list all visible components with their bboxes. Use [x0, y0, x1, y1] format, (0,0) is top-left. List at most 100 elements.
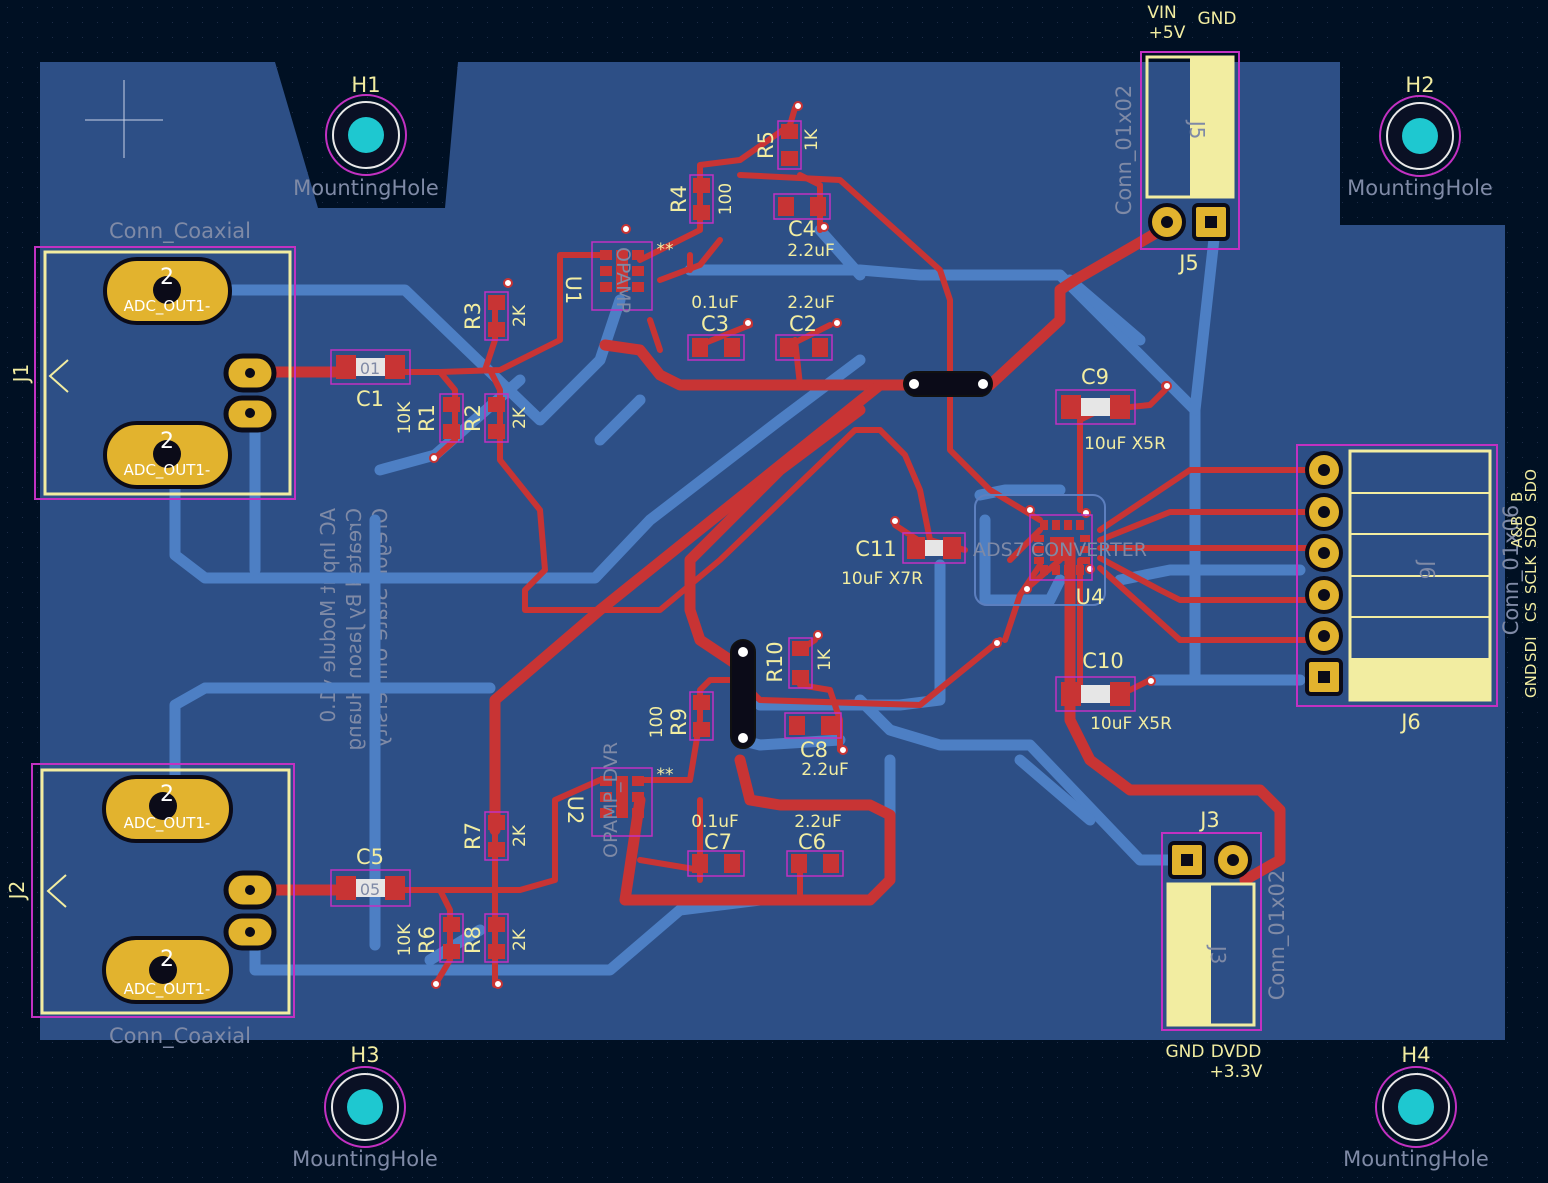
- c4-value: 2.2uF: [787, 241, 835, 261]
- coax-connector-j2[interactable]: 2 ADC_OUT1- 2 ADC_OUT1- J2 Conn_Coaxial: [5, 763, 295, 1049]
- r7-ref: R7: [461, 822, 485, 850]
- mounting-hole-h3[interactable]: H3 MountingHole: [292, 1043, 438, 1171]
- c8-value: 2.2uF: [801, 760, 849, 780]
- capacitor-c6[interactable]: 2.2uF C6: [786, 812, 844, 877]
- capacitor-c4[interactable]: C4 2.2uF: [773, 193, 835, 261]
- h1-ref: H1: [351, 73, 380, 97]
- j6-pin-b: B: [1508, 492, 1526, 502]
- resistor-r4[interactable]: R4 100: [667, 174, 736, 224]
- resistor-r8[interactable]: R8 2K: [461, 913, 530, 963]
- coax-connector-j1[interactable]: 2 ADC_OUT1- 2 ADC_OUT1- J1 Conn_Coaxial: [9, 219, 296, 500]
- capacitor-c3[interactable]: 0.1uF C3: [687, 293, 745, 361]
- j6-pin-sdi: SDI: [1522, 637, 1540, 663]
- capacitor-c5[interactable]: 05 C5: [330, 845, 411, 907]
- capacitor-c2[interactable]: 2.2uF C2: [775, 293, 835, 361]
- j6-value: Conn_01x06: [1499, 505, 1524, 636]
- j6-pin-ab: A&B: [1508, 516, 1526, 548]
- ic-u2[interactable]: U2 ** OPAMP_DVR: [563, 742, 674, 858]
- c1-ref: C1: [356, 387, 384, 411]
- r8-value: 2K: [510, 928, 530, 951]
- j6-pin-sdo2: SDO: [1522, 469, 1540, 502]
- header-j3[interactable]: J3 J3 GND DVDD +3.3V Conn_01x02: [1161, 808, 1290, 1082]
- j2-pad2-num: 2: [160, 782, 174, 807]
- capacitor-c7[interactable]: 0.1uF C7: [687, 812, 745, 877]
- u4-value: ADS7 CONVERTER: [973, 539, 1147, 561]
- j6-pin-sdo: SDO: [1522, 515, 1540, 548]
- r10-ref: R10: [763, 641, 787, 682]
- capacitor-c1[interactable]: 01 C1: [330, 349, 411, 411]
- c4-ref: C4: [788, 217, 816, 241]
- resistor-r7[interactable]: R7 2K: [461, 811, 530, 861]
- capacitor-c9[interactable]: C9 10uF X5R: [1055, 365, 1166, 454]
- resistor-r10[interactable]: R10 1K: [763, 637, 835, 689]
- j3-pin2-label: DVDD: [1211, 1042, 1262, 1062]
- mounting-hole-h4[interactable]: H4 MountingHole: [1343, 1043, 1489, 1171]
- c11-value: 10uF X7R: [841, 569, 923, 589]
- j6-mirror-ref: J6: [1415, 559, 1439, 580]
- r10-value: 1K: [815, 648, 835, 671]
- r1-ref: R1: [415, 404, 439, 432]
- r8-ref: R8: [461, 926, 485, 954]
- r9-value: 100: [647, 706, 667, 738]
- capacitor-c11[interactable]: C11 10uF X7R: [841, 532, 966, 589]
- h3-value: MountingHole: [292, 1147, 438, 1171]
- capacitor-c10[interactable]: C10 10uF X5R: [1055, 649, 1172, 734]
- u1-star: **: [657, 240, 674, 260]
- c11-ref: C11: [855, 537, 896, 561]
- capacitor-c8[interactable]: C8 2.2uF: [784, 712, 849, 780]
- c2-value: 2.2uF: [787, 293, 835, 313]
- j5-pin1-label: VIN: [1147, 3, 1176, 23]
- c7-value: 0.1uF: [691, 812, 739, 832]
- h3-ref: H3: [350, 1043, 379, 1067]
- r2-ref: R2: [461, 404, 485, 432]
- u2-ref: U2: [563, 796, 587, 825]
- c10-value: 10uF X5R: [1090, 714, 1172, 734]
- u1-ref: U1: [561, 276, 585, 305]
- resistor-r2[interactable]: R2 2K: [461, 393, 530, 443]
- h1-value: MountingHole: [293, 176, 439, 200]
- j3-pin2-label2: +3.3V: [1210, 1062, 1263, 1082]
- resistor-r6[interactable]: R6 10K: [395, 913, 464, 963]
- u2-value: OPAMP_DVR: [600, 742, 622, 858]
- mounting-hole-h2[interactable]: H2 MountingHole: [1347, 73, 1493, 200]
- h4-value: MountingHole: [1343, 1147, 1489, 1171]
- mounting-hole-h1[interactable]: H1 MountingHole: [293, 73, 439, 200]
- u1-value: OPAMP: [612, 247, 634, 313]
- ic-u1[interactable]: U1 ** OPAMP: [561, 240, 674, 313]
- j5-mirror-ref: J5: [1185, 119, 1209, 140]
- c8-ref: C8: [800, 738, 828, 762]
- back-tracks: [169, 224, 1306, 976]
- j2-ref: J2: [5, 881, 29, 902]
- c6-value: 2.2uF: [794, 812, 842, 832]
- ic-u4[interactable]: ADS7 CONVERTER U4: [973, 494, 1147, 609]
- j3-ref: J3: [1198, 808, 1220, 832]
- j6-pin-cs: CS: [1522, 602, 1540, 622]
- r5-ref: R5: [754, 131, 778, 159]
- j3-value: Conn_01x02: [1265, 870, 1290, 1001]
- j2-pad2b-num: 2: [160, 947, 174, 972]
- r3-ref: R3: [461, 302, 485, 330]
- r4-ref: R4: [667, 185, 691, 213]
- resistor-r5[interactable]: R5 1K: [754, 120, 822, 170]
- header-j6[interactable]: J6 J6 Conn_01x06 GND SDI CS SCLK SDO SDO…: [1296, 444, 1540, 734]
- r4-value: 100: [716, 183, 736, 215]
- j2-pad2-net: ADC_OUT1-: [124, 814, 211, 833]
- c9-value: 10uF X5R: [1084, 434, 1166, 454]
- r6-ref: R6: [415, 926, 439, 954]
- j5-pin2-label: GND: [1198, 9, 1237, 29]
- h2-ref: H2: [1405, 73, 1434, 97]
- origin-crosshair-icon: [85, 80, 163, 158]
- j3-pin1-label: GND: [1166, 1042, 1205, 1062]
- header-j5[interactable]: J5 VIN +5V GND J5 Conn_01x02: [1112, 3, 1240, 275]
- r6-value: 10K: [395, 923, 415, 957]
- c3-ref: C3: [701, 312, 729, 336]
- resistor-r1[interactable]: R1 10K: [395, 393, 464, 443]
- j5-value: Conn_01x02: [1112, 85, 1137, 216]
- h4-ref: H4: [1401, 1043, 1430, 1067]
- j2-value: Conn_Coaxial: [109, 1024, 251, 1049]
- j6-pin-sclk: SCLK: [1522, 555, 1540, 594]
- resistor-r9[interactable]: R9 100: [647, 691, 714, 741]
- resistor-r3[interactable]: R3 2K: [461, 291, 530, 341]
- back-text-line2: Created By Jason Huang: [342, 508, 366, 751]
